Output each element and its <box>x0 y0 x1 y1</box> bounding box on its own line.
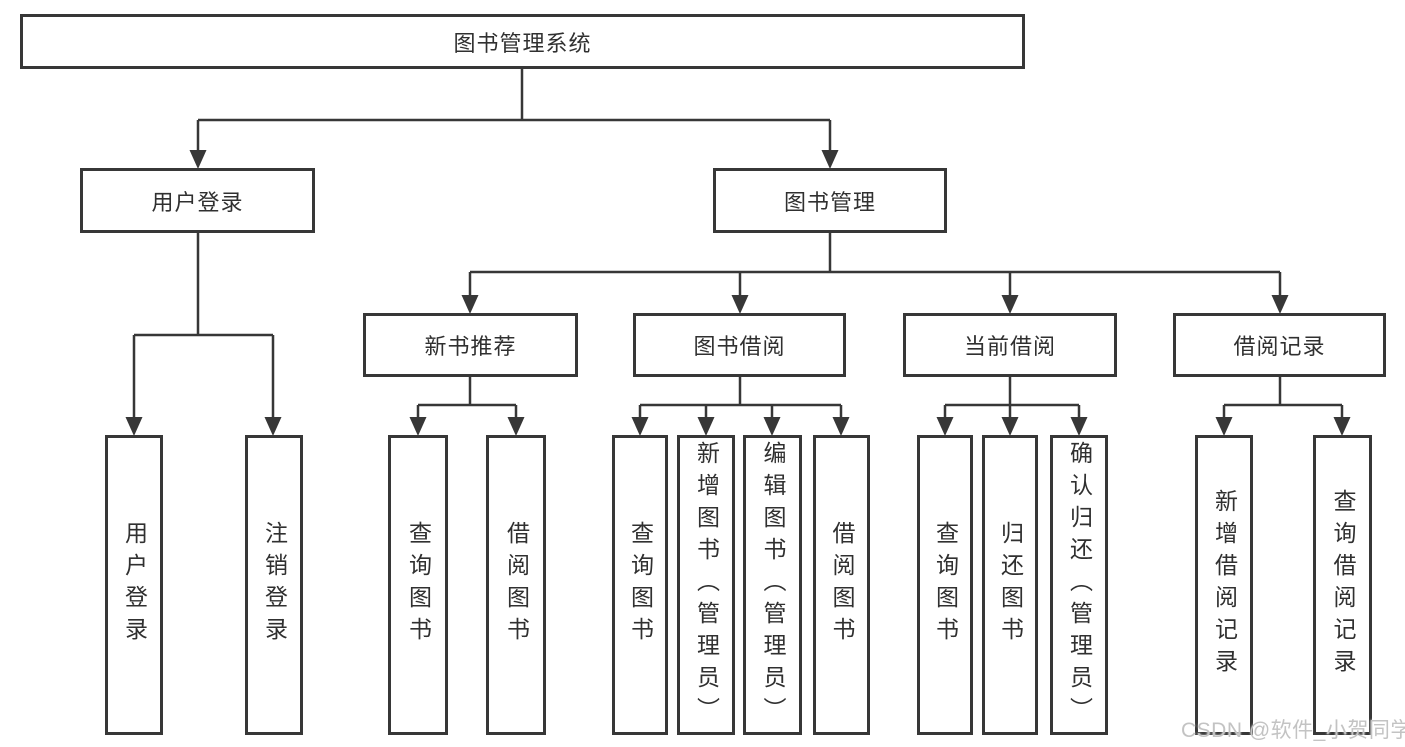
node-user-login-label: 用户登录 <box>151 189 244 215</box>
leaf-return-books: 归还图书 <box>982 435 1038 735</box>
leaf-query-books-recommend-label: 查询图书 <box>405 521 432 649</box>
node-borrow-records: 借阅记录 <box>1173 313 1386 377</box>
leaf-borrow-books-recommend: 借阅图书 <box>486 435 546 735</box>
leaf-edit-books-admin-label: 编辑图书（管理员） <box>760 441 786 729</box>
leaf-borrow-books-label: 借阅图书 <box>829 521 855 649</box>
leaf-add-books-admin: 新增图书（管理员） <box>677 435 735 735</box>
node-current-borrow: 当前借阅 <box>903 313 1117 377</box>
leaf-query-borrow-record: 查询借阅记录 <box>1313 435 1372 735</box>
node-root: 图书管理系统 <box>20 14 1025 69</box>
leaf-confirm-return-admin: 确认归还（管理员） <box>1050 435 1108 735</box>
node-book-management: 图书管理 <box>713 168 947 233</box>
leaf-borrow-books: 借阅图书 <box>813 435 870 735</box>
node-book-borrow: 图书借阅 <box>633 313 846 377</box>
leaf-logout-label: 注销登录 <box>261 521 288 649</box>
node-current-borrow-label: 当前借阅 <box>963 334 1056 359</box>
leaf-add-books-admin-label: 新增图书（管理员） <box>693 441 720 729</box>
leaf-query-books-borrow: 查询图书 <box>612 435 668 735</box>
node-borrow-records-label: 借阅记录 <box>1233 334 1326 359</box>
leaf-query-books-current: 查询图书 <box>917 435 973 735</box>
leaf-query-borrow-record-label: 查询借阅记录 <box>1330 489 1356 681</box>
leaf-logout: 注销登录 <box>245 435 303 735</box>
node-new-book-recommend-label: 新书推荐 <box>424 334 517 359</box>
watermark-text: CSDN @软件_小贺同学 <box>1181 719 1405 742</box>
leaf-user-login-label: 用户登录 <box>121 521 148 649</box>
node-book-borrow-label: 图书借阅 <box>693 334 786 359</box>
node-book-management-label: 图书管理 <box>783 189 876 215</box>
node-user-login: 用户登录 <box>80 168 315 233</box>
leaf-confirm-return-admin-label: 确认归还（管理员） <box>1066 441 1093 729</box>
leaf-query-books-recommend: 查询图书 <box>388 435 448 735</box>
leaf-query-books-borrow-label: 查询图书 <box>627 521 654 649</box>
leaf-borrow-books-recommend-label: 借阅图书 <box>503 521 530 649</box>
leaf-query-books-current-label: 查询图书 <box>932 521 959 649</box>
leaf-add-borrow-record: 新增借阅记录 <box>1195 435 1253 735</box>
leaf-edit-books-admin: 编辑图书（管理员） <box>743 435 802 735</box>
node-new-book-recommend: 新书推荐 <box>363 313 578 377</box>
leaf-add-borrow-record-label: 新增借阅记录 <box>1211 489 1238 681</box>
leaf-return-books-label: 归还图书 <box>997 521 1024 649</box>
node-root-label: 图书管理系统 <box>453 30 592 56</box>
leaf-user-login: 用户登录 <box>105 435 163 735</box>
